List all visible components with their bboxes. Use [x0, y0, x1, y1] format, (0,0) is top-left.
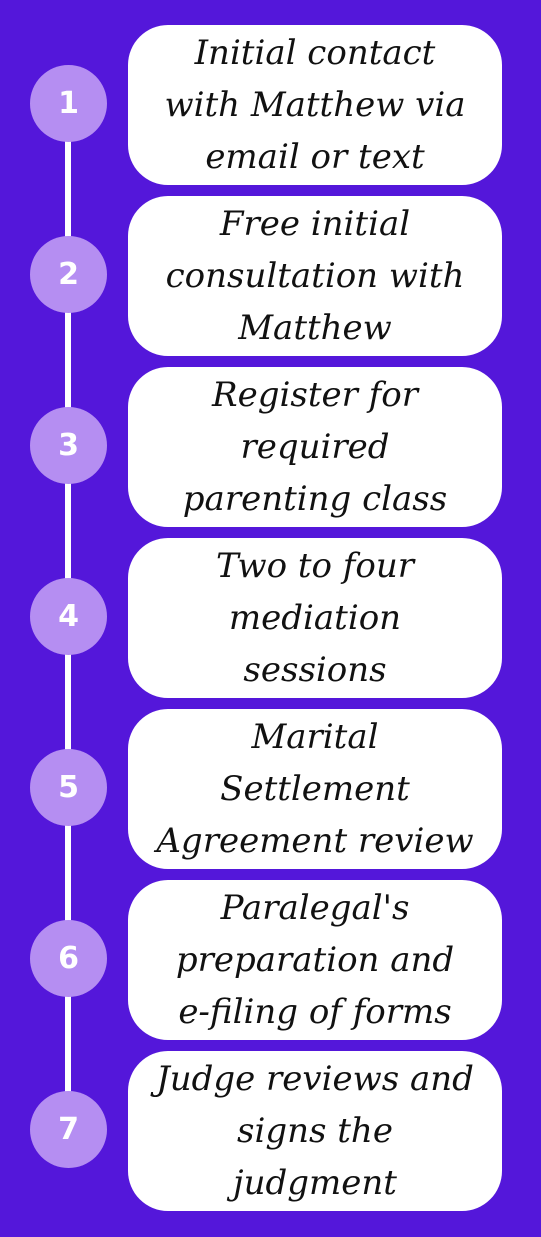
step-number-badge: 7 [30, 1091, 107, 1168]
step-card: Two to four mediation sessions [128, 538, 502, 698]
step-number-badge: 5 [30, 749, 107, 826]
step-text: Free initial consultation with Matthew [165, 204, 465, 348]
step-3: 3 Register for required parenting class [0, 367, 541, 527]
step-card: Initial contact with Matthew via email o… [128, 25, 502, 185]
step-text: Initial contact with Matthew via email o… [164, 33, 466, 177]
step-number-badge: 1 [30, 65, 107, 142]
step-text: Judge reviews and signs the judgment [156, 1059, 474, 1203]
step-card: Paralegal's preparation and e-filing of … [128, 880, 502, 1040]
step-card: Register for required parenting class [128, 367, 502, 527]
step-text: Marital Settlement Agreement review [156, 717, 474, 861]
step-2: 2 Free initial consultation with Matthew [0, 196, 541, 356]
step-4: 4 Two to four mediation sessions [0, 538, 541, 698]
step-5: 5 Marital Settlement Agreement review [0, 709, 541, 869]
step-number-badge: 6 [30, 920, 107, 997]
step-text: Register for required parenting class [182, 375, 448, 519]
step-7: 7 Judge reviews and signs the judgment [0, 1051, 541, 1211]
step-text: Paralegal's preparation and e-filing of … [175, 888, 455, 1032]
step-6: 6 Paralegal's preparation and e-filing o… [0, 880, 541, 1040]
step-number-badge: 3 [30, 407, 107, 484]
step-card: Marital Settlement Agreement review [128, 709, 502, 869]
step-card: Free initial consultation with Matthew [128, 196, 502, 356]
step-text: Two to four mediation sessions [216, 546, 414, 690]
step-card: Judge reviews and signs the judgment [128, 1051, 502, 1211]
step-number-badge: 2 [30, 236, 107, 313]
step-1: 1 Initial contact with Matthew via email… [0, 25, 541, 185]
step-number-badge: 4 [30, 578, 107, 655]
